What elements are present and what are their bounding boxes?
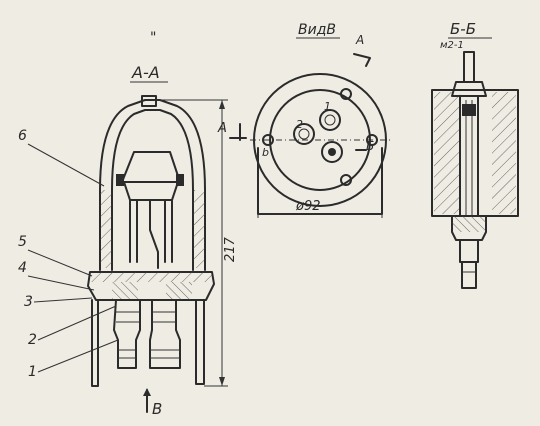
dome-inner xyxy=(111,109,194,271)
section-b-b-title: Б-Б xyxy=(450,20,476,38)
mount-hole-bottom xyxy=(340,174,352,186)
leg-right xyxy=(195,299,205,385)
view-arrow-head xyxy=(143,388,151,396)
bottom-fitting-hatch xyxy=(452,216,486,232)
view-arrow-label: В xyxy=(152,400,162,418)
leader-3 xyxy=(33,297,93,303)
dome-outer xyxy=(99,99,206,271)
base-flange-hatch xyxy=(90,272,212,282)
leader-2 xyxy=(37,305,117,341)
bottom-tip xyxy=(461,261,477,289)
arrow-a-left-label: А xyxy=(217,121,227,136)
top-mark: " xyxy=(150,30,156,46)
body-right-hatch xyxy=(492,92,516,214)
part-label-2: 2 xyxy=(28,332,37,348)
hole-label-1: 1 xyxy=(324,100,331,113)
arrow-a-top-label: А xyxy=(355,33,364,47)
mount-hole-top xyxy=(340,88,352,100)
leg-left xyxy=(91,299,99,387)
pin-left xyxy=(293,123,315,145)
dim-height-label: 217 xyxy=(223,236,238,262)
base-right-hatch xyxy=(166,282,192,300)
view-b: ВидВ А 1 2 b Б ø92 xyxy=(250,22,390,218)
dome-wall-right-hatch xyxy=(193,190,205,268)
part-label-1: 1 xyxy=(28,364,37,380)
part-label-5: 5 xyxy=(18,234,27,250)
pin-right xyxy=(321,141,343,163)
body-left-hatch xyxy=(434,92,460,214)
leader-6 xyxy=(27,143,105,187)
part-label-4: 4 xyxy=(18,260,27,276)
top-nipple xyxy=(141,95,157,107)
part-label-6: 6 xyxy=(18,128,27,144)
section-a-a-title: А-А xyxy=(131,63,160,82)
dome-wall-left-hatch xyxy=(100,190,112,268)
inner-cup xyxy=(121,151,181,183)
clip-left xyxy=(116,174,124,186)
center-lead xyxy=(149,199,159,269)
hole-label-2: 2 xyxy=(296,118,303,131)
section-a-a-view: " А-А xyxy=(18,30,247,418)
part-label-3: 3 xyxy=(24,294,33,310)
connector-left xyxy=(113,299,141,369)
arrow-a-top-mark xyxy=(353,53,371,67)
connector-right xyxy=(149,299,181,369)
dim-diameter-label: ø92 xyxy=(295,199,321,214)
view-b-title: ВидВ xyxy=(298,22,336,38)
bottom-spigot xyxy=(459,239,479,263)
stud-nut xyxy=(451,81,487,97)
leader-4 xyxy=(27,275,95,291)
pin-top xyxy=(319,109,341,131)
arrow-b-view-label: Б xyxy=(366,139,374,153)
top-stud xyxy=(463,51,475,83)
clip-right xyxy=(176,174,184,186)
hole-label-b: b xyxy=(262,146,269,159)
base-left-hatch xyxy=(112,282,138,300)
thread-label: м2-1 xyxy=(440,40,464,51)
leader-1 xyxy=(37,339,119,373)
bore-insert xyxy=(462,104,476,116)
leader-5 xyxy=(27,249,93,277)
inner-cup-base xyxy=(123,181,179,201)
section-b-b-view: Б-Б м2-1 xyxy=(431,20,519,289)
